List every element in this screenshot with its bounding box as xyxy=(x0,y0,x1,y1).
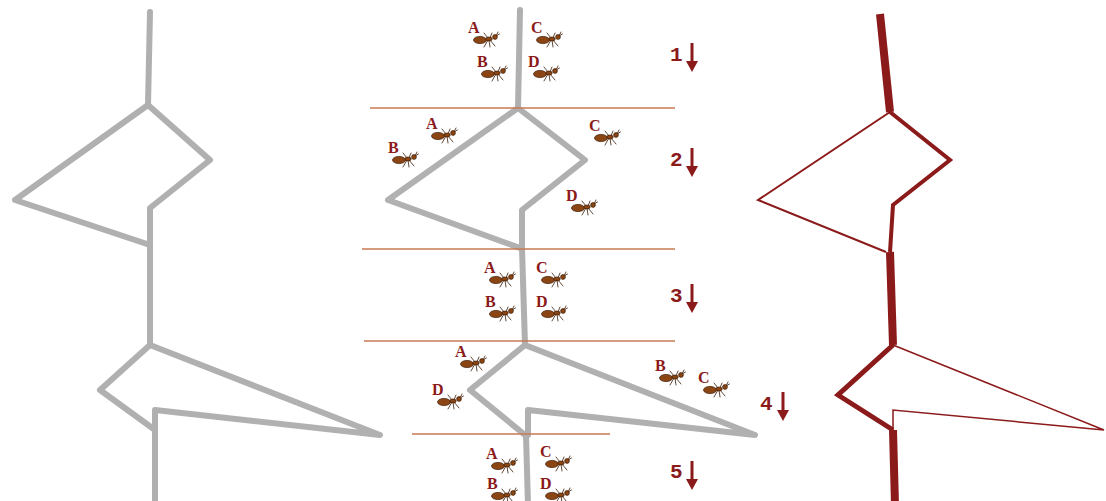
grey-paths xyxy=(388,10,755,501)
ant-label: D xyxy=(528,54,540,70)
ant-label: C xyxy=(540,444,552,460)
ant-label: A xyxy=(484,260,496,276)
ant-label: B xyxy=(655,358,666,374)
pheromone-paths xyxy=(758,14,1104,501)
ant-label: C xyxy=(589,118,601,134)
step-number: 4 xyxy=(760,394,773,415)
ant-label: B xyxy=(477,54,488,70)
ant-label: A xyxy=(468,20,480,36)
ant-label: D xyxy=(536,294,548,310)
section-lines xyxy=(362,108,675,434)
ant-label: A xyxy=(486,446,498,462)
down-arrows xyxy=(686,43,789,490)
ant-label: A xyxy=(455,344,467,360)
ant-label: D xyxy=(540,476,552,492)
grey-paths xyxy=(15,12,380,501)
ant-label: C xyxy=(698,370,710,386)
step-number: 3 xyxy=(670,286,683,307)
ant-label: B xyxy=(485,294,496,310)
step-number: 2 xyxy=(670,150,683,171)
ant-label: A xyxy=(426,116,438,132)
ant-label: D xyxy=(566,188,578,204)
step-number: 5 xyxy=(670,462,683,483)
ants xyxy=(393,32,730,501)
ant-label: D xyxy=(432,382,444,398)
ant-label: B xyxy=(388,140,399,156)
ant-label: C xyxy=(531,20,543,36)
ant-label: B xyxy=(487,476,498,492)
ant-label: C xyxy=(536,260,548,276)
step-number: 1 xyxy=(670,45,683,66)
